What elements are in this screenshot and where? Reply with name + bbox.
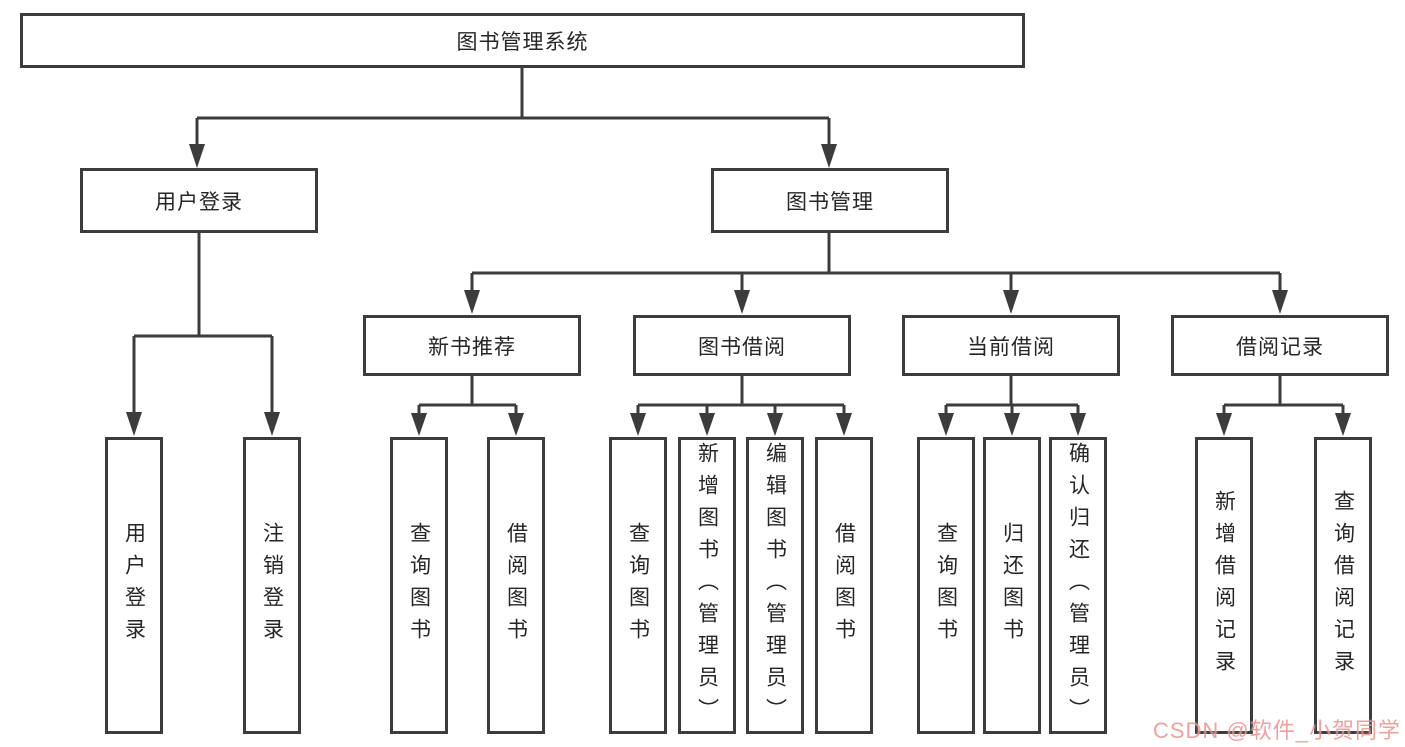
arrow-down-icon [464,290,480,314]
node-user-login: 用户登录 [80,168,318,233]
arrow-down-icon [1272,290,1288,314]
node-book-borrow: 图书借阅 [633,315,851,376]
arrow-down-icon [126,412,142,436]
connector-book-management-branch [464,233,1288,314]
node-book-management: 图书管理 [711,168,949,233]
connector-borrow-records-branch [1216,376,1351,436]
leaf-add-borrow-record: 新增借阅记录 [1195,437,1253,734]
arrow-down-icon [1335,413,1351,436]
arrow-down-icon [630,413,646,436]
leaf-query-borrow-record: 查询借阅记录 [1314,437,1372,734]
arrow-down-icon [821,144,837,168]
leaf-borrow-books: 借阅图书 [815,437,873,734]
node-current-borrow: 当前借阅 [902,315,1120,376]
arrow-down-icon [264,412,280,436]
leaf-edit-book-admin: 编辑图书（管理员） [746,437,804,734]
arrow-down-icon [411,413,427,436]
connector-root-to-level2 [189,68,837,168]
connector-book-borrow-branch [630,376,852,436]
arrow-down-icon [1003,290,1019,314]
arrow-down-icon [1216,413,1232,436]
arrow-down-icon [734,290,750,314]
arrow-down-icon [1004,413,1020,436]
arrow-down-icon [508,413,524,436]
leaf-borrow-books-recommend: 借阅图书 [487,437,545,734]
connector-current-borrow-branch [938,376,1086,436]
connector-new-book-recommend-branch [411,376,524,436]
arrow-down-icon [767,413,783,436]
leaf-query-books-recommend: 查询图书 [390,437,448,734]
arrow-down-icon [189,144,205,168]
leaf-user-login: 用户登录 [105,437,163,734]
arrow-down-icon [699,413,715,436]
leaf-confirm-return-admin: 确认归还（管理员） [1049,437,1107,734]
arrow-down-icon [1070,413,1086,436]
leaf-query-books-current: 查询图书 [917,437,975,734]
arrow-down-icon [836,413,852,436]
node-borrow-records: 借阅记录 [1171,315,1389,376]
arrow-down-icon [938,413,954,436]
node-new-book-recommend: 新书推荐 [363,315,581,376]
leaf-return-books: 归还图书 [983,437,1041,734]
node-library-system: 图书管理系统 [20,13,1025,68]
leaf-add-book-admin: 新增图书（管理员） [678,437,736,734]
leaf-logout-login: 注销登录 [243,437,301,734]
connector-user-login-branch [126,233,280,436]
leaf-query-books-borrow: 查询图书 [609,437,667,734]
csdn-watermark: CSDN @软件_小贺同学 [1152,718,1401,743]
